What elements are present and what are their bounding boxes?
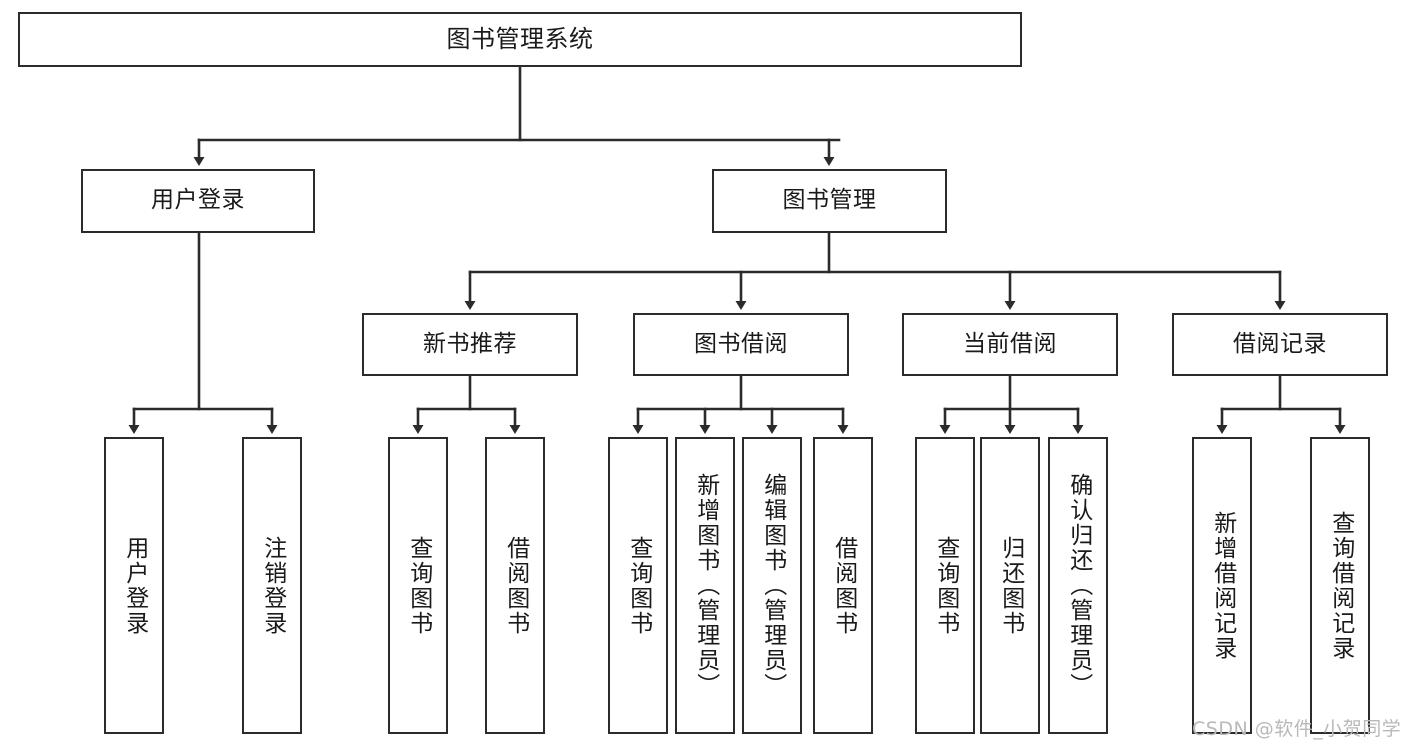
node-label: 当前借阅 <box>963 330 1057 357</box>
node-label: 归还图书 <box>997 535 1024 636</box>
node-label: 借阅图书 <box>830 535 857 636</box>
node-label: 用户登录 <box>151 187 245 214</box>
node-label: 新增借阅记录 <box>1209 510 1236 661</box>
node-label: 新书推荐 <box>423 330 517 357</box>
node-label: 用户登录 <box>121 535 148 636</box>
leaf-add-borrow-record[interactable]: 新增借阅记录 <box>1192 437 1252 734</box>
leaf-add-book-admin[interactable]: 新增图书（管理员） <box>675 437 735 734</box>
node-label: 查询借阅记录 <box>1327 510 1354 661</box>
node-new-book-recommend[interactable]: 新书推荐 <box>362 313 578 376</box>
node-label: 图书管理系统 <box>446 25 594 54</box>
node-user-login[interactable]: 用户登录 <box>81 169 315 233</box>
node-borrow-record[interactable]: 借阅记录 <box>1172 313 1388 376</box>
leaf-query-borrow-record[interactable]: 查询借阅记录 <box>1310 437 1370 734</box>
node-label: 查询图书 <box>932 535 959 636</box>
leaf-borrow-book-recommend[interactable]: 借阅图书 <box>485 437 545 734</box>
leaf-return-book[interactable]: 归还图书 <box>980 437 1040 734</box>
node-label: 图书管理 <box>782 187 877 214</box>
leaf-query-book-current[interactable]: 查询图书 <box>915 437 975 734</box>
node-label: 图书借阅 <box>694 330 788 357</box>
node-current-borrow[interactable]: 当前借阅 <box>902 313 1118 376</box>
node-label: 新增图书（管理员） <box>692 473 719 698</box>
node-label: 借阅记录 <box>1233 330 1327 357</box>
leaf-query-book-recommend[interactable]: 查询图书 <box>388 437 448 734</box>
node-label: 查询图书 <box>625 535 652 636</box>
leaf-user-login[interactable]: 用户登录 <box>104 437 164 734</box>
node-root-system[interactable]: 图书管理系统 <box>18 12 1022 67</box>
node-book-borrow[interactable]: 图书借阅 <box>633 313 849 376</box>
node-book-management[interactable]: 图书管理 <box>712 169 947 233</box>
leaf-query-book-borrow[interactable]: 查询图书 <box>608 437 668 734</box>
leaf-confirm-return-admin[interactable]: 确认归还（管理员） <box>1048 437 1108 734</box>
leaf-logout-login[interactable]: 注销登录 <box>242 437 302 734</box>
leaf-edit-book-admin[interactable]: 编辑图书（管理员） <box>742 437 802 734</box>
leaf-borrow-book[interactable]: 借阅图书 <box>813 437 873 734</box>
node-label: 确认归还（管理员） <box>1065 473 1092 698</box>
node-label: 借阅图书 <box>502 535 529 636</box>
node-label: 查询图书 <box>405 535 432 636</box>
node-label: 注销登录 <box>259 535 286 636</box>
node-label: 编辑图书（管理员） <box>759 473 786 698</box>
